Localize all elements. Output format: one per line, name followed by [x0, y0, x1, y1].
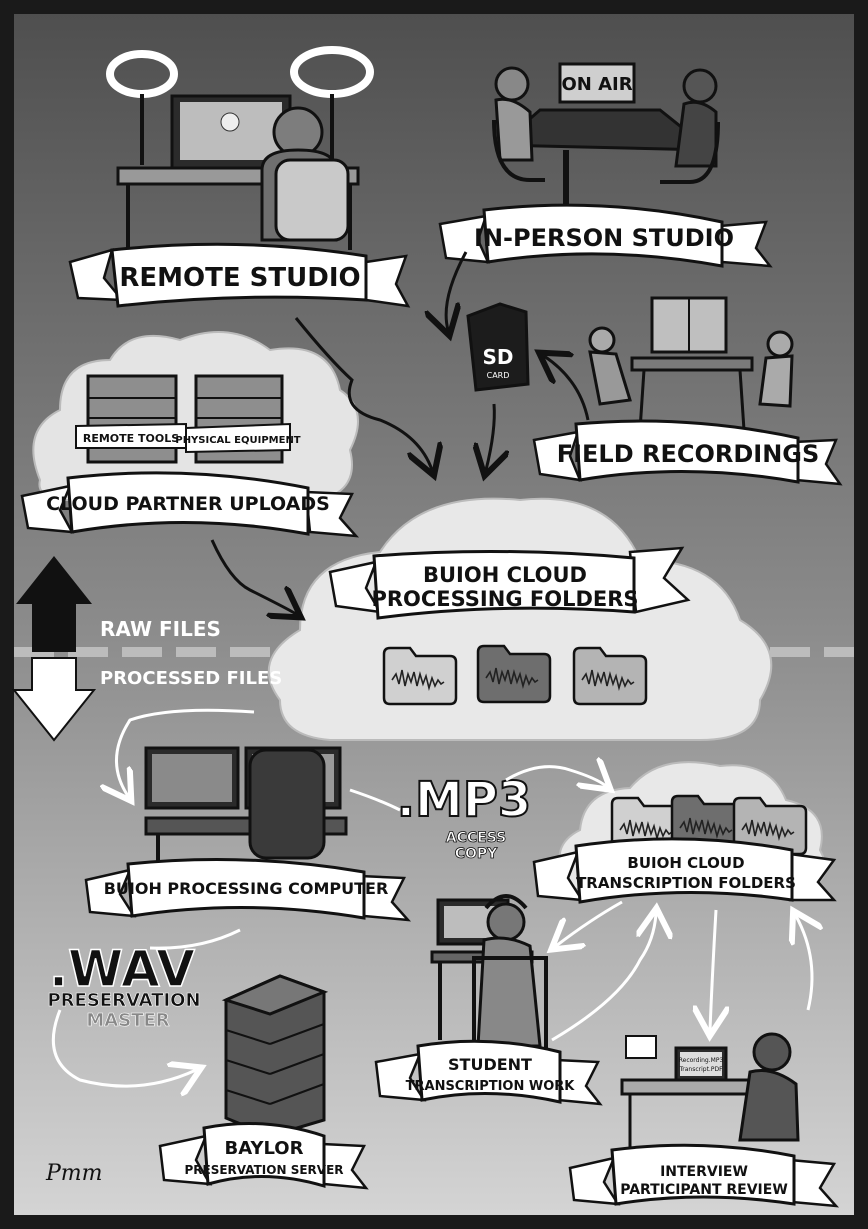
processing-folder-icon	[572, 646, 648, 706]
field-recordings-illustration	[588, 296, 794, 431]
artist-signature: Pmm	[45, 1161, 103, 1186]
student-to-transcription-arrow	[551, 914, 656, 1042]
mp3-access-label: ACCESS	[446, 830, 506, 846]
server-rack-icon	[221, 974, 329, 1138]
processing-folder-icon	[476, 644, 552, 704]
processing-computer-illustration	[144, 746, 348, 880]
in-person-studio-illustration: ON AIR	[492, 62, 720, 220]
mp3-access-copy: .MP3 ACCESS COPY	[396, 771, 533, 862]
mp3-label: .MP3	[397, 772, 532, 828]
wav-label: .WAV	[49, 940, 195, 998]
cloud-partner-uploads-label: CLOUD PARTNER UPLOADS	[46, 493, 330, 515]
transcription-folders-banner: BUIOH CLOUD TRANSCRIPTION FOLDERS	[532, 837, 837, 904]
sd-card-label: SD	[482, 345, 513, 369]
baylor-label-line2: PRESERVATION SERVER	[184, 1163, 343, 1177]
participant-label-line1: INTERVIEW	[660, 1164, 748, 1180]
laptop-file-pdf: Transcript.PDF	[678, 1066, 723, 1073]
on-air-sign: ON AIR	[561, 74, 632, 95]
raw-files-up-arrow	[16, 556, 92, 652]
remote-studio-banner: REMOTE STUDIO	[68, 242, 411, 308]
physical-equipment-box: PHYSICAL EQUIPMENT	[175, 374, 301, 464]
laptop-file-mp3: Recording.MP3	[679, 1057, 724, 1064]
raw-files-label: RAW FILES	[100, 617, 221, 641]
processing-computer-label: BUIOH PROCESSING COMPUTER	[104, 879, 389, 898]
processing-folder-icon	[382, 646, 458, 706]
processing-to-computer-arrow	[116, 708, 255, 796]
transcription-folders-label-line2: TRANSCRIPTION FOLDERS	[576, 874, 796, 892]
mp3-to-transcription-arrow	[505, 767, 606, 786]
remote-studio-label: REMOTE STUDIO	[119, 263, 360, 293]
student-illustration	[430, 894, 548, 1056]
field-to-sd-arrow	[544, 356, 590, 421]
cloud-partner-to-processing-arrow	[210, 539, 296, 614]
student-banner: STUDENT TRANSCRIPTION WORK	[374, 1039, 603, 1106]
in-person-to-sd-arrow	[446, 251, 468, 330]
processing-folders-label-line2: PROCESSING FOLDERS	[371, 587, 638, 611]
field-recordings-banner: FIELD RECORDINGS	[532, 419, 843, 486]
processing-computer-banner: BUIOH PROCESSING COMPUTER	[84, 858, 412, 922]
in-person-studio-label: IN-PERSON STUDIO	[474, 224, 734, 252]
remote-tools-label: REMOTE TOOLS	[83, 432, 179, 445]
wav-preservation-label: PRESERVATION	[47, 990, 200, 1011]
processed-files-down-arrow	[11, 657, 97, 742]
sd-card-icon: SD CARD	[466, 302, 530, 392]
physical-equipment-label: PHYSICAL EQUIPMENT	[175, 435, 300, 446]
student-label-line2: TRANSCRIPTION WORK	[406, 1079, 576, 1094]
remote-tools-box: REMOTE TOOLS	[75, 374, 187, 464]
baylor-label-line1: BAYLOR	[225, 1138, 304, 1159]
processing-folders-label-line1: BUIOH CLOUD	[423, 563, 587, 587]
processing-folders-banner: BUIOH CLOUD PROCESSING FOLDERS	[328, 546, 691, 620]
computer-to-wav-line	[149, 928, 241, 950]
cloud-partner-uploads-banner: CLOUD PARTNER UPLOADS	[20, 471, 360, 538]
participant-illustration: Recording.MP3 Transcript.PDF	[620, 1032, 800, 1150]
sd-to-processing-arrow	[486, 403, 494, 470]
transcription-to-participant-arrow	[710, 909, 716, 1030]
wav-to-server-arrow	[51, 1009, 196, 1086]
processed-files-label: PROCESSED FILES	[100, 668, 282, 689]
in-person-studio-banner: IN-PERSON STUDIO	[438, 203, 773, 268]
baylor-server-banner: BAYLOR PRESERVATION SERVER	[158, 1122, 369, 1190]
transcription-folders-label-line1: BUIOH CLOUD	[627, 854, 744, 872]
participant-banner: INTERVIEW PARTICIPANT REVIEW	[568, 1143, 840, 1208]
participant-label-line2: PARTICIPANT REVIEW	[620, 1182, 788, 1198]
remote-studio-illustration	[106, 46, 374, 250]
remote-to-processing-arrow	[294, 317, 432, 470]
student-label-line1: STUDENT	[448, 1055, 532, 1074]
sd-card-sublabel: CARD	[487, 371, 510, 380]
participant-to-transcription-arrow	[796, 916, 812, 1011]
transcription-to-student-arrow	[556, 900, 623, 946]
wav-master-label: MASTER	[86, 1010, 169, 1031]
wav-preservation-master: .WAV PRESERVATION MASTER	[47, 939, 201, 1031]
computer-to-mp3-line	[349, 788, 401, 812]
field-recordings-label: FIELD RECORDINGS	[557, 440, 820, 468]
mp3-copy-label: COPY	[455, 846, 498, 862]
